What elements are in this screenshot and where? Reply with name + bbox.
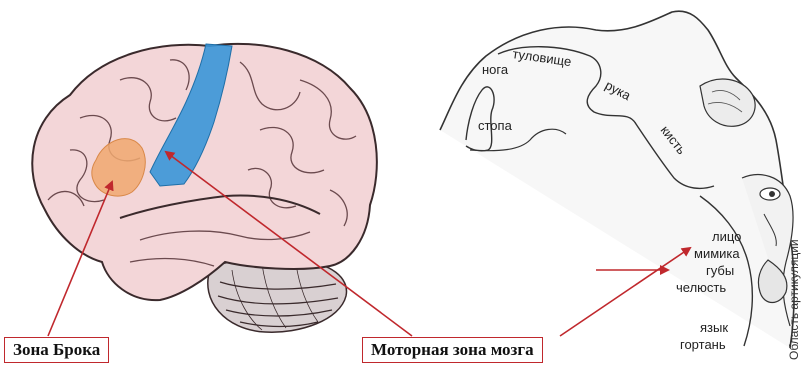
label-noga: нога — [482, 62, 509, 77]
label-guby: губы — [706, 263, 734, 278]
label-stopa: стопа — [478, 118, 513, 133]
label-litso: лицо — [712, 229, 741, 244]
label-yazyk: язык — [700, 320, 728, 335]
motor-zone-callout: Моторная зона мозга — [362, 337, 543, 363]
broca-zone-callout: Зона Брока — [4, 337, 109, 363]
label-mimika: мимика — [694, 246, 740, 261]
label-gortan: гортань — [680, 337, 726, 352]
articulation-area-label: Область артикуляции — [787, 239, 801, 360]
label-chelyust: челюсть — [676, 280, 726, 295]
arrow-motor-litso — [560, 248, 690, 336]
